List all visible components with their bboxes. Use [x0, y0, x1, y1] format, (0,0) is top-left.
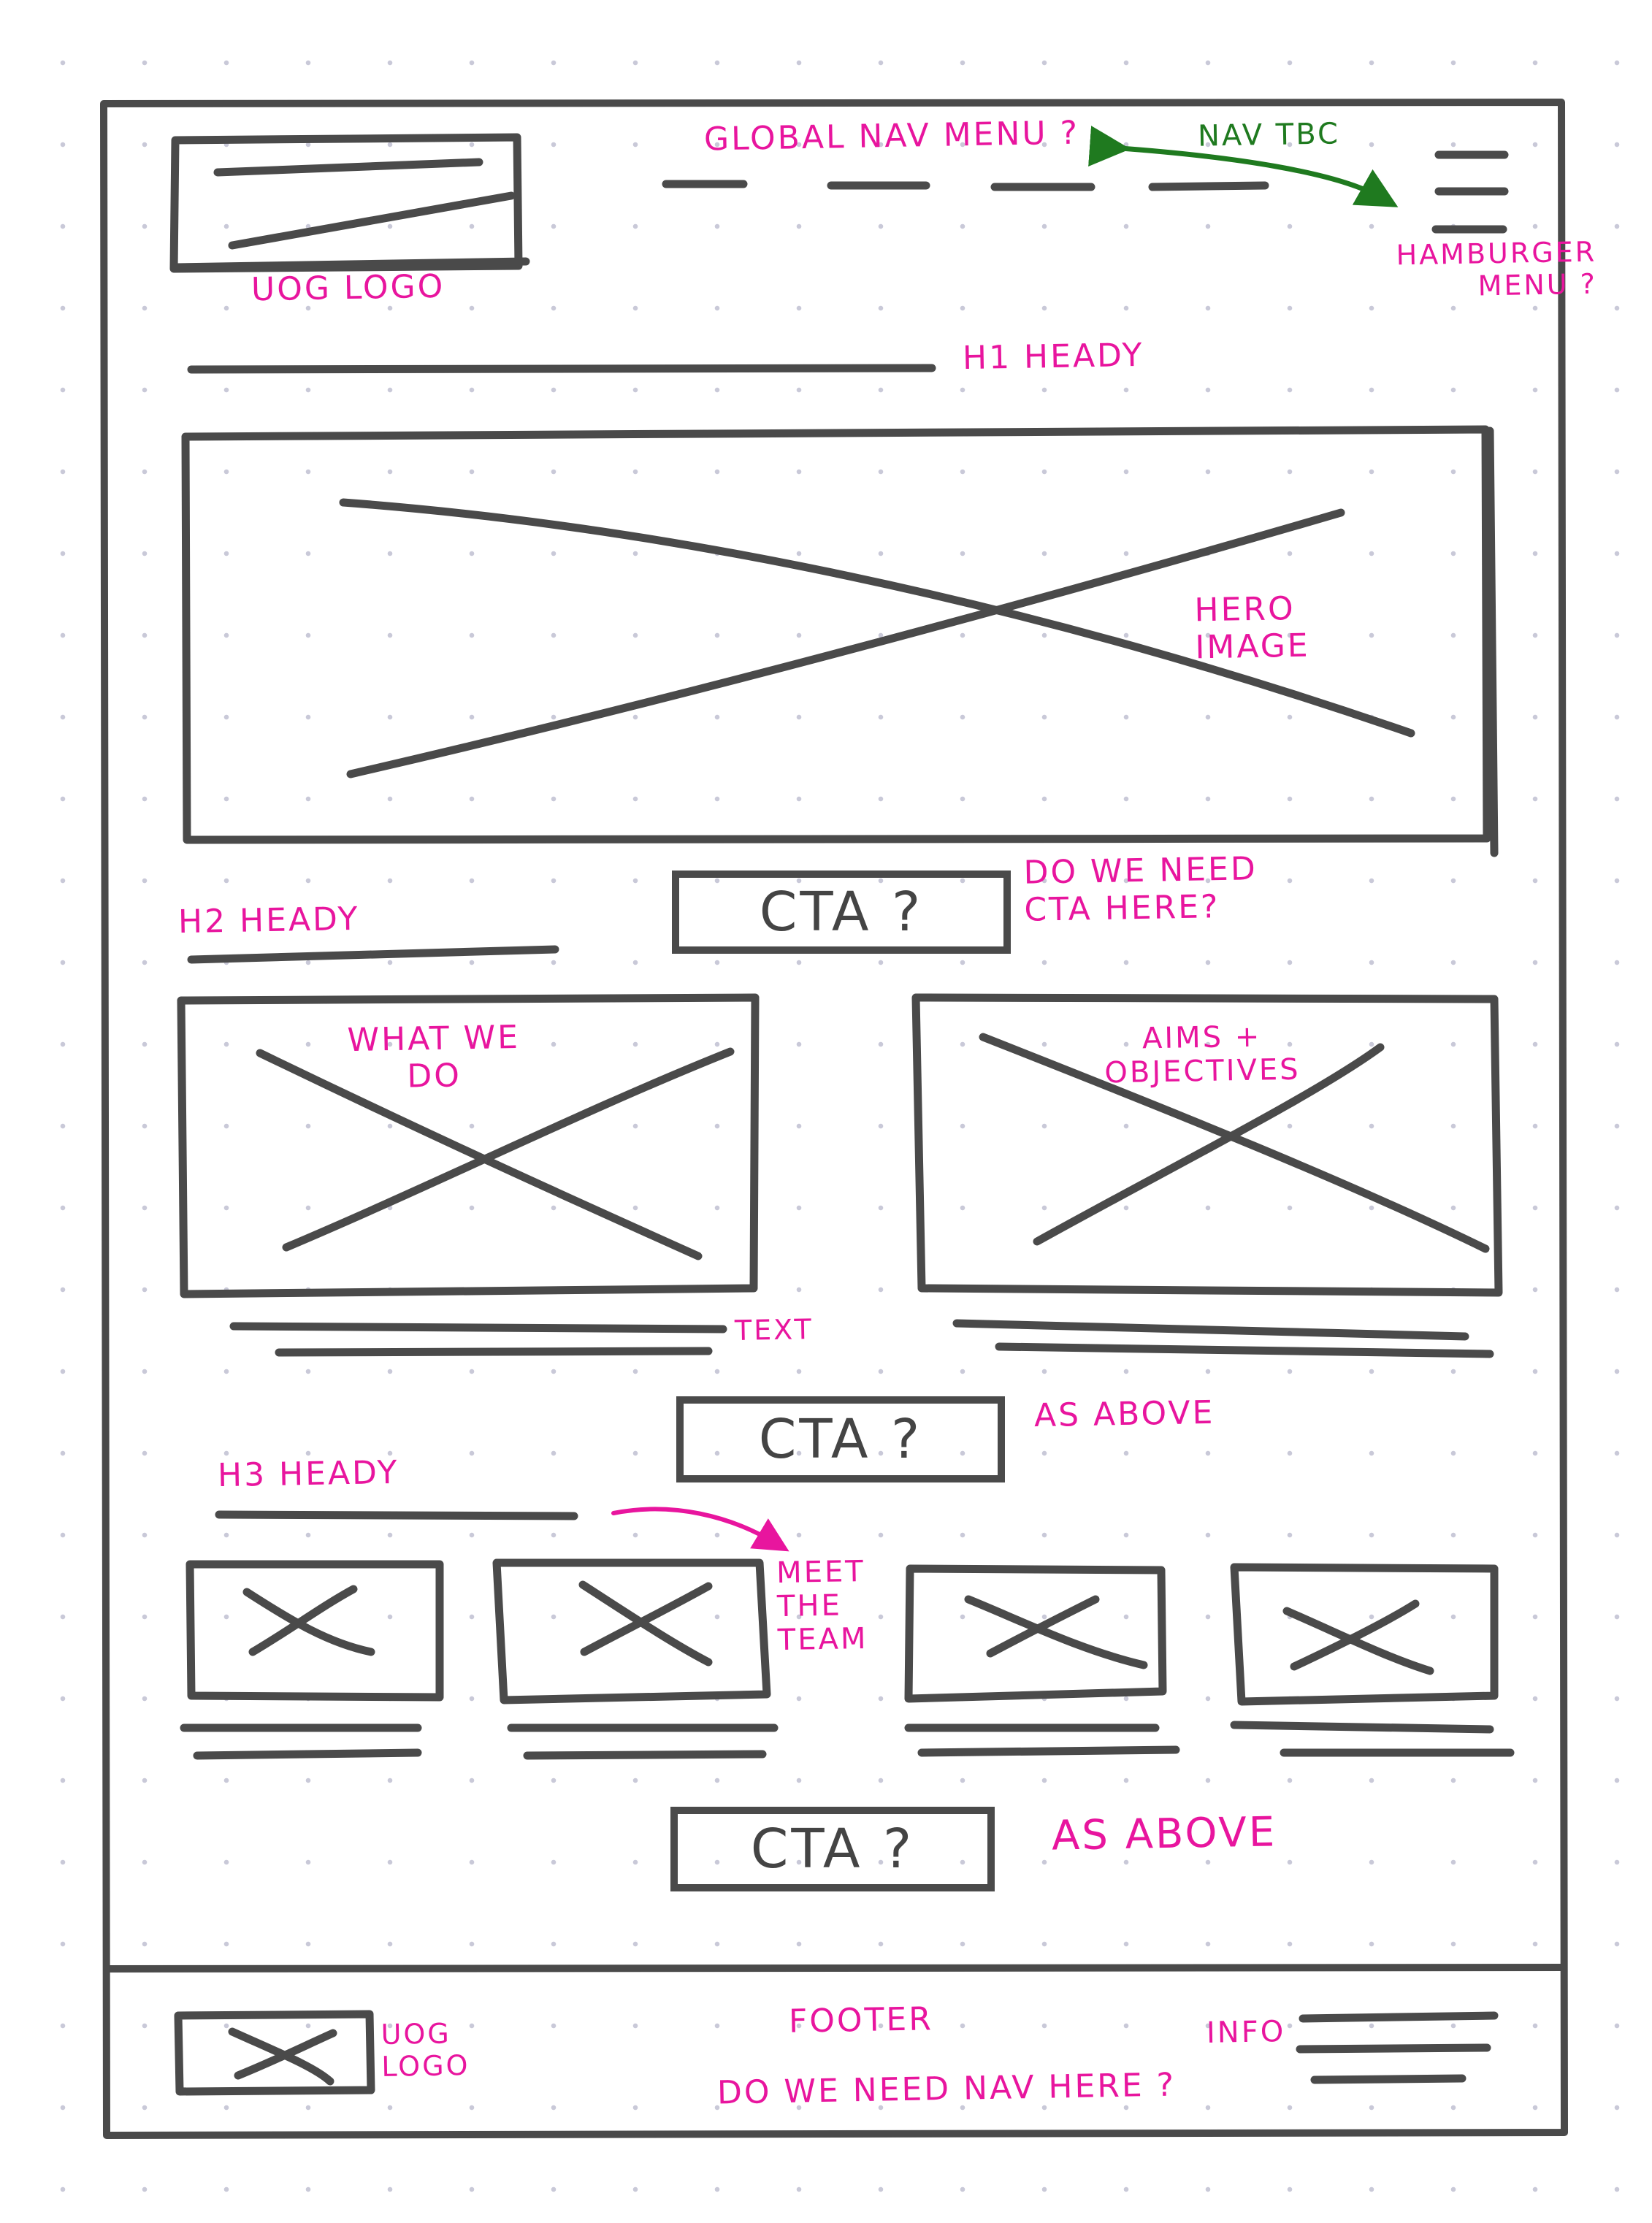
- nav-tbc-arrow: [1088, 126, 1399, 207]
- header-logo-placeholder: [169, 133, 530, 273]
- hamburger-annotation: HAMBURGER MENU ?: [1396, 235, 1598, 302]
- global-nav-placeholder: [662, 180, 1269, 191]
- aims-objectives-image-placeholder: [911, 993, 1503, 1297]
- global-nav-annotation: GLOBAL NAV MENU ?: [703, 114, 1080, 158]
- cta-3-annotation: AS ABOVE: [1051, 1808, 1277, 1860]
- cta-2-annotation: AS ABOVE: [1033, 1393, 1215, 1435]
- h2-heading-placeholder: [187, 945, 559, 964]
- team-member-image-2: [492, 1558, 771, 1704]
- page-frame: [100, 99, 1568, 2139]
- hero-image-placeholder: [181, 425, 1499, 857]
- what-we-do-text-placeholder: [229, 1322, 727, 1357]
- cta-button-1[interactable]: CTA ?: [672, 871, 1011, 954]
- team-member-text-2: [507, 1723, 779, 1760]
- footer-divider: [103, 1964, 1567, 1973]
- meet-the-team-annotation: MEET THE TEAM: [776, 1554, 868, 1658]
- what-we-do-image-placeholder: [177, 993, 760, 1298]
- what-we-do-annotation: WHAT WE DO: [347, 1018, 521, 1095]
- logo-annotation: UOG LOGO: [251, 267, 445, 309]
- h3-annotation: H3 HEADY: [217, 1453, 399, 1495]
- cta-1-annotation: DO WE NEED CTA HERE?: [1023, 850, 1258, 929]
- team-member-text-1: [180, 1723, 422, 1760]
- meet-the-team-arrow: [611, 1507, 789, 1552]
- h3-heading-placeholder: [215, 1510, 578, 1520]
- hamburger-menu-icon[interactable]: [1431, 150, 1509, 234]
- footer-annotation: FOOTER: [788, 2000, 934, 2040]
- cta-button-3[interactable]: CTA ?: [670, 1807, 995, 1891]
- nav-tbc-annotation: NAV TBC: [1197, 117, 1341, 153]
- h1-heading-placeholder: [187, 364, 936, 374]
- footer-logo-annotation: UOG LOGO: [381, 2017, 470, 2083]
- text-annotation: TEXT: [734, 1313, 814, 1347]
- aims-objectives-text-placeholder: [952, 1319, 1494, 1358]
- aims-objectives-annotation: AIMS + OBJECTIVES: [1104, 1019, 1301, 1090]
- team-member-image-1: [186, 1560, 444, 1702]
- footer-info-annotation: INFO: [1206, 2015, 1286, 2050]
- footer-logo-placeholder: [174, 2010, 375, 2096]
- footer-info-placeholder: [1296, 2011, 1499, 2084]
- h2-annotation: H2 HEADY: [177, 900, 360, 941]
- team-member-text-4: [1230, 1721, 1515, 1757]
- team-member-image-4: [1230, 1563, 1499, 1706]
- team-member-image-3: [904, 1564, 1167, 1703]
- hero-image-annotation: HERO IMAGE: [1194, 589, 1311, 666]
- cta-button-2[interactable]: CTA ?: [676, 1396, 1005, 1482]
- h1-annotation: H1 HEADY: [962, 336, 1144, 378]
- team-member-text-3: [904, 1723, 1180, 1757]
